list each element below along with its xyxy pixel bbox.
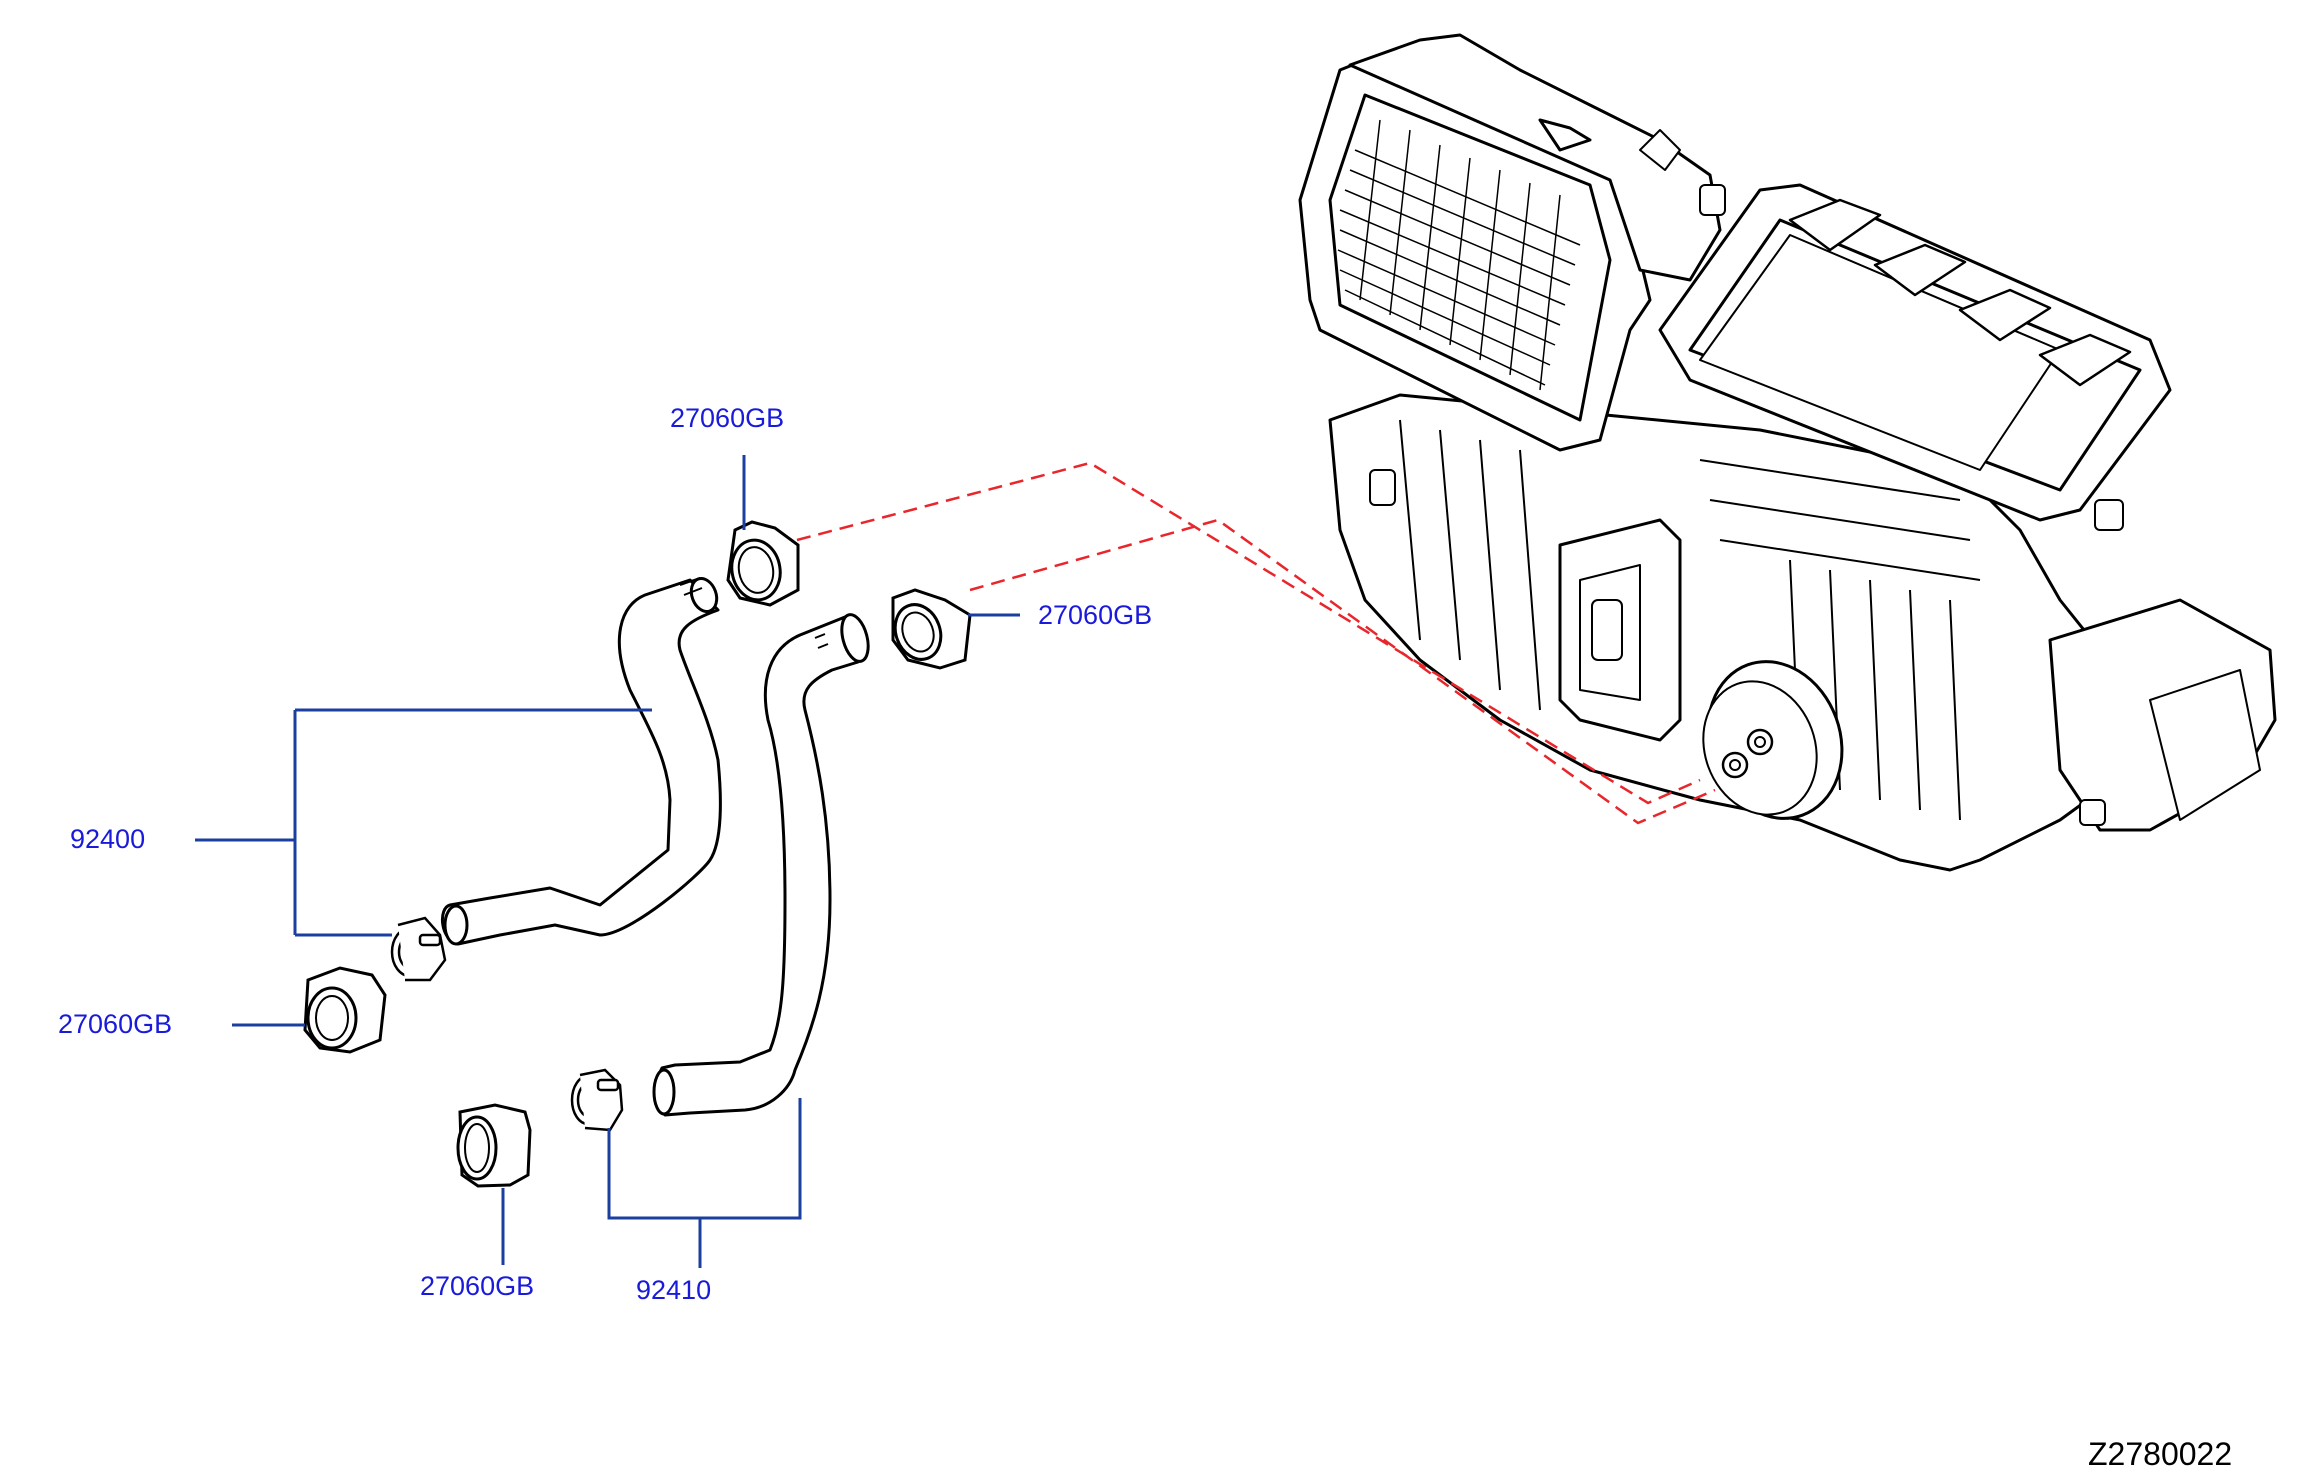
diagram-id: Z2780022 <box>2088 1436 2233 1472</box>
hose-92400 <box>441 577 722 946</box>
label-clamp-left: 27060GB <box>58 1009 173 1039</box>
label-hose-upper: 92400 <box>70 824 146 854</box>
clamp-bottom <box>456 1103 532 1188</box>
label-clamp-bottom: 27060GB <box>420 1271 535 1301</box>
label-clamp-top: 27060GB <box>670 403 785 433</box>
heater-unit-assembly <box>1298 33 2277 872</box>
clamp-top <box>726 520 800 607</box>
clamp-left <box>303 966 387 1054</box>
dashed-connection-lines <box>796 461 1716 825</box>
hose-92410 <box>652 613 870 1117</box>
label-clamp-right: 27060GB <box>1038 600 1153 630</box>
spring-clip-upper <box>390 916 447 982</box>
label-hose-lower: 92410 <box>636 1275 712 1305</box>
clamp-right <box>891 588 972 670</box>
spring-clip-lower <box>570 1068 624 1132</box>
leader-lines <box>195 455 1020 1268</box>
